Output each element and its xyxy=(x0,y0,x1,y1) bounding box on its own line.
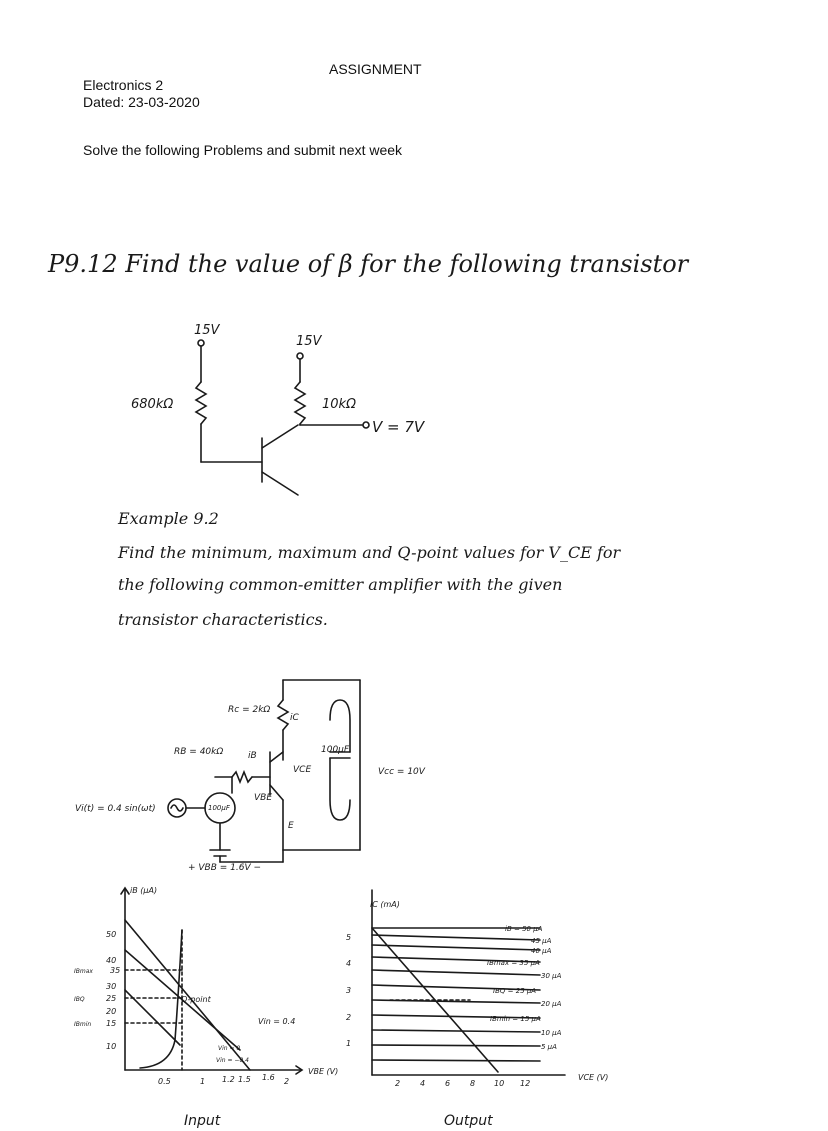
output-xtick-6: 6 xyxy=(445,1079,450,1088)
output-curve-label-5: 30 μA xyxy=(541,972,562,980)
ib-label: iB xyxy=(248,751,257,761)
input-graph xyxy=(120,886,304,1075)
output-curve-label-6: IBQ = 25 μA xyxy=(493,987,536,995)
ic-label: iC xyxy=(290,713,300,723)
vbe-label: VBE xyxy=(254,793,272,803)
source-capacitor-label: 100μF xyxy=(208,804,231,812)
supply-left-label: 15V xyxy=(194,323,221,338)
collector-resistor-label: 10kΩ xyxy=(322,397,356,412)
amplifier-circuit xyxy=(167,679,361,863)
output-voltage-label: V = 7V xyxy=(372,418,426,436)
input-ytick-35: 35 xyxy=(110,966,120,975)
output-graph-xlabel: VCE (V) xyxy=(578,1073,608,1082)
output-xtick-10: 10 xyxy=(494,1079,504,1088)
output-xtick-2: 2 xyxy=(395,1079,400,1088)
input-xtick-1: 1 xyxy=(200,1077,205,1086)
output-xtick-12: 12 xyxy=(520,1079,530,1088)
input-qpoint-note: Q-point xyxy=(181,995,212,1004)
output-ytick-4: 4 xyxy=(346,959,351,968)
input-xtick-1-2: 1.2 xyxy=(222,1075,235,1084)
input-note-ibmax: IBmax xyxy=(74,968,93,975)
vce-label: VCE xyxy=(293,765,311,775)
vi-label: Vi(t) = 0.4 sin(ωt) xyxy=(75,804,156,814)
course-name: Electronics 2 xyxy=(83,77,164,93)
input-graph-caption: Input xyxy=(184,1113,221,1129)
capacitor-label: 100μF xyxy=(321,745,350,755)
problem-1-statement: P9.12 Find the value of β for the follow… xyxy=(48,250,689,278)
example-line-2: the following common-emitter amplifier w… xyxy=(118,575,563,594)
input-vin-pos-note: Vin = 0.4 xyxy=(258,1017,295,1026)
output-ytick-5: 5 xyxy=(346,933,351,942)
output-xtick-4: 4 xyxy=(420,1079,425,1088)
input-xtick-1-6: 1.6 xyxy=(262,1073,275,1082)
input-graph-xlabel: VBE (V) xyxy=(308,1067,338,1076)
input-ytick-30: 30 xyxy=(106,982,116,991)
output-graph-ylabel: iC (mA) xyxy=(370,900,400,909)
assignment-title: ASSIGNMENT xyxy=(329,61,422,77)
output-curve-label-10: 5 μA xyxy=(541,1043,557,1051)
output-ytick-1: 1 xyxy=(346,1039,351,1048)
input-xtick-1-5: 1.5 xyxy=(238,1075,251,1084)
output-ytick-3: 3 xyxy=(346,986,351,995)
rb-label: RB = 40kΩ xyxy=(174,747,223,757)
input-ytick-15: 15 xyxy=(106,1019,116,1028)
input-vin-neg-note: Vin = −0.4 xyxy=(216,1057,249,1064)
instruction-text: Solve the following Problems and submit … xyxy=(83,142,403,158)
supply-right-label: 15V xyxy=(296,334,323,349)
output-curve-label-7: 20 μA xyxy=(541,1000,562,1008)
transistor-circuit-1 xyxy=(194,339,370,496)
input-xtick-2: 2 xyxy=(284,1077,289,1086)
output-ytick-2: 2 xyxy=(346,1013,351,1022)
output-curve-label-3: 40 μA xyxy=(531,947,552,955)
vcc-label: Vcc = 10V xyxy=(378,767,426,777)
input-ytick-25: 25 xyxy=(106,994,116,1003)
input-ytick-40: 40 xyxy=(106,956,116,965)
vbb-label: + VBB = 1.6V − xyxy=(188,863,261,873)
output-graph-caption: Output xyxy=(444,1113,493,1129)
output-curve-label-9: 10 μA xyxy=(541,1029,562,1037)
example-line-1: Find the minimum, maximum and Q-point va… xyxy=(118,543,621,562)
example-line-3: transistor characteristics. xyxy=(118,610,328,629)
input-ytick-50: 50 xyxy=(106,930,116,939)
rc-label: Rc = 2kΩ xyxy=(228,705,270,715)
output-graph xyxy=(371,889,566,1076)
emitter-label: E xyxy=(288,821,294,831)
assignment-date: Dated: 23-03-2020 xyxy=(83,94,200,110)
output-curve-label-8: IBmin = 15 μA xyxy=(490,1015,541,1023)
input-ytick-10: 10 xyxy=(106,1042,116,1051)
input-xtick-0-5: 0.5 xyxy=(158,1077,171,1086)
output-curve-label-1: iB = 50 μA xyxy=(505,925,543,933)
input-note-ibmin: IBmin xyxy=(74,1021,91,1028)
example-heading: Example 9.2 xyxy=(118,509,219,528)
input-ytick-20: 20 xyxy=(106,1007,116,1016)
output-curve-label-4: IBmax = 35 μA xyxy=(487,959,540,967)
output-curve-label-2: 45 μA xyxy=(531,937,552,945)
input-vin-zero-note: Vin = 0 xyxy=(218,1045,240,1052)
base-resistor-label: 680kΩ xyxy=(131,397,173,412)
input-note-ibq: IBQ xyxy=(74,996,85,1003)
input-graph-ylabel: iB (μA) xyxy=(130,886,157,895)
output-xtick-8: 8 xyxy=(470,1079,475,1088)
